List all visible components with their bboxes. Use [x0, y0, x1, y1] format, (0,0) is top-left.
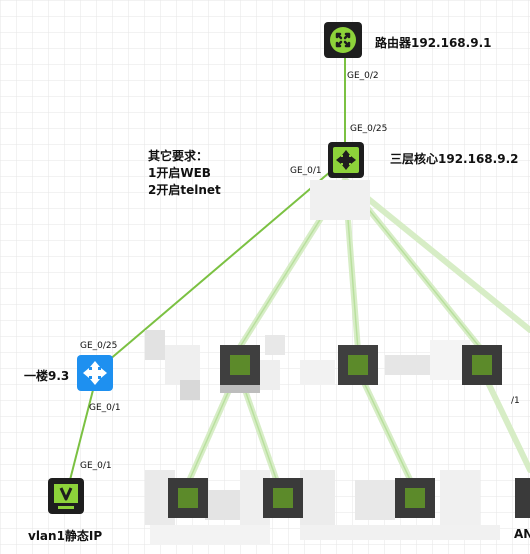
router-port-label: GE_0/2 [347, 71, 379, 81]
partial-port-label: /1 [511, 396, 520, 406]
router-label: 路由器192.168.9.1 [375, 36, 492, 50]
router-icon[interactable] [324, 22, 362, 58]
core-label: 三层核心192.168.9.2 [390, 152, 519, 166]
requirements-item-1: 1开启WEB [148, 166, 211, 180]
access-switch-icon[interactable] [77, 355, 113, 391]
obscured-switch-6 [395, 478, 435, 518]
requirements-item-2: 2开启telnet [148, 183, 221, 197]
access-label: 一楼9.3 [24, 369, 70, 383]
core-switch-icon[interactable] [328, 142, 364, 178]
obscured-switch-4 [168, 478, 208, 518]
link-core-access[interactable] [94, 171, 331, 373]
obscured-switch-1 [220, 345, 260, 393]
access-port-up-label: GE_0/25 [80, 341, 118, 351]
core-port-left-label: GE_0/1 [290, 166, 322, 176]
pixelated-region [145, 180, 500, 545]
core-port-up-label: GE_0/25 [350, 124, 388, 134]
partial-device-label: AN [514, 527, 530, 541]
link-access-pc[interactable] [69, 389, 94, 481]
obscured-switch-7 [515, 478, 530, 518]
pc-icon[interactable] [48, 478, 84, 514]
obscured-switch-3 [462, 345, 502, 385]
obscured-switch-2 [338, 345, 378, 385]
obscured-switch-5 [263, 478, 303, 518]
access-port-down-label: GE_0/1 [89, 403, 121, 413]
pc-label: vlan1静态IP [28, 529, 103, 543]
pc-port-label: GE_0/1 [80, 461, 112, 471]
requirements-title: 其它要求： [148, 149, 209, 163]
